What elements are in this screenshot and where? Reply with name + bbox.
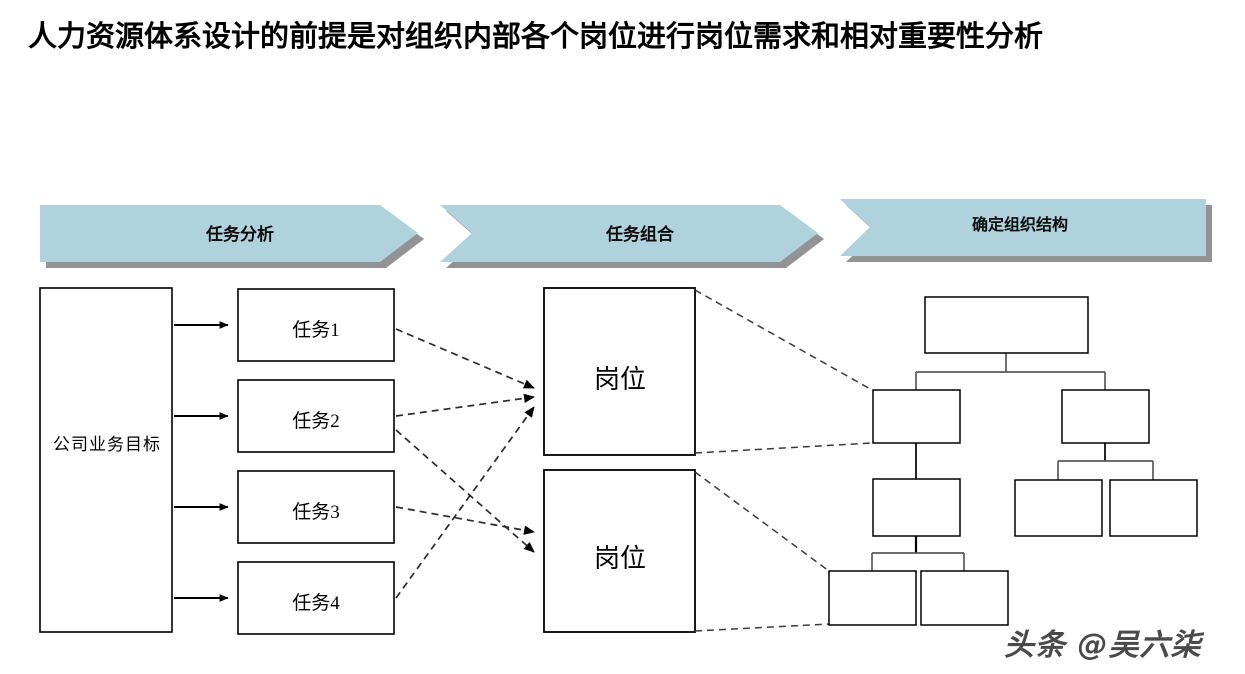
arrow-task1-to-position1 [395,328,535,389]
org-node-l2-left[interactable] [872,389,961,444]
org-connectors [871,353,1154,571]
goal-to-task-arrows [174,321,229,602]
arrow-task3-to-position2 [395,506,535,535]
task-to-position-arrows [395,328,535,599]
org-node-l3-right-a[interactable] [1014,479,1103,537]
org-node-l3-right-b[interactable] [1109,479,1198,537]
task-box-2[interactable] [237,379,395,453]
org-node-l4-left-b[interactable] [920,570,1009,626]
page-title: 人力资源体系设计的前提是对组织内部各个岗位进行岗位需求和相对重要性分析 [28,21,1044,53]
arrow-task2-to-position1 [395,393,535,417]
position-to-org-links [694,289,873,632]
link-position2-bottom [694,623,830,632]
task-box-3[interactable] [237,470,395,544]
org-node-l2-right[interactable] [1061,389,1150,444]
arrow-task2-to-position2 [395,429,535,553]
org-node-root[interactable] [924,296,1089,354]
position-box-1[interactable] [543,287,696,456]
banner-org-structure[interactable] [840,199,1206,256]
link-position1-top [694,289,873,391]
link-position1-bottom [694,442,873,454]
link-position2-top [694,471,830,572]
org-node-l4-left-a[interactable] [828,570,917,626]
banner-task-combination[interactable] [440,205,818,262]
position-box-2[interactable] [543,469,696,633]
goal-box[interactable] [39,287,173,633]
org-node-l3-left[interactable] [872,478,961,537]
arrow-task4-to-position1 [395,406,535,599]
task-box-4[interactable] [237,561,395,635]
task-box-1[interactable] [237,288,395,362]
banner-task-analysis[interactable] [40,205,418,262]
